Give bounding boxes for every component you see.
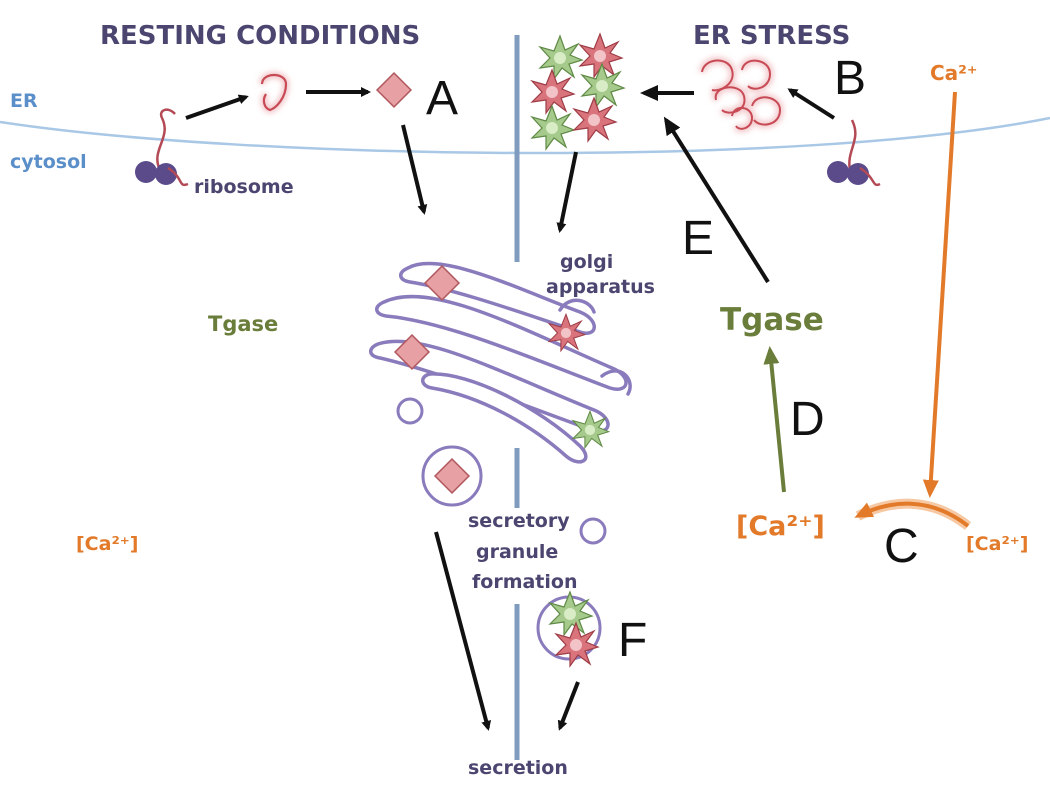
er-label: ER bbox=[10, 90, 38, 112]
arrow-resting-secretion bbox=[434, 531, 492, 731]
step-letter-e: E bbox=[682, 212, 714, 265]
step-letter-b: B bbox=[834, 52, 866, 105]
er-aggregates bbox=[531, 33, 625, 150]
small-vesicle bbox=[396, 397, 424, 425]
golgi-label-line2: apparatus bbox=[546, 276, 655, 298]
calcium-label-resting: [Ca²⁺] bbox=[76, 533, 138, 555]
heading-er-stress: ER STRESS bbox=[693, 21, 850, 51]
granule-label-line1: secretory bbox=[468, 510, 570, 532]
arrow-aggregates-to-golgi bbox=[556, 151, 578, 233]
arrow-folded-to-golgi bbox=[401, 124, 428, 215]
arrow-ribosome-to-nascent bbox=[185, 94, 249, 120]
arrow-tgase-to-aggregates bbox=[663, 116, 770, 284]
er-membrane bbox=[0, 116, 1050, 155]
ribosome-left bbox=[135, 108, 189, 187]
granule-label-line2: granule bbox=[476, 541, 558, 563]
calcium-label-extracellular: [Ca²⁺] bbox=[966, 533, 1028, 555]
step-letter-d: D bbox=[790, 393, 825, 446]
misfolded-protein-cluster bbox=[698, 57, 784, 133]
secretion-label: secretion bbox=[468, 757, 568, 779]
nascent-protein bbox=[259, 72, 290, 114]
small-vesicle-right bbox=[579, 517, 607, 545]
arrow-calcium-release bbox=[922, 91, 957, 498]
arrow-calcium-influx bbox=[854, 501, 970, 528]
cytosol-label: cytosol bbox=[10, 151, 87, 173]
ribosome-right bbox=[827, 119, 881, 187]
step-letter-f: F bbox=[618, 614, 647, 667]
tgase-label-stress: Tgase bbox=[720, 302, 824, 338]
arrow-stress-secretion bbox=[557, 681, 580, 731]
ribosome-label: ribosome bbox=[194, 176, 294, 198]
granule-label-line3: formation bbox=[472, 571, 577, 593]
folded-protein-diamond bbox=[376, 72, 412, 108]
arrow-calcium-activates-tgase bbox=[763, 346, 786, 493]
step-letter-a: A bbox=[426, 72, 458, 125]
calcium-label-stress: [Ca²⁺] bbox=[736, 511, 825, 542]
golgi-label-line1: golgi bbox=[560, 251, 613, 273]
arrow-ribosome-to-misfolded bbox=[787, 88, 836, 120]
heading-resting-conditions: RESTING CONDITIONS bbox=[100, 21, 420, 51]
step-letter-c: C bbox=[884, 520, 919, 573]
calcium-label-er: Ca²⁺ bbox=[930, 61, 978, 85]
tgase-label-resting: Tgase bbox=[208, 312, 278, 336]
